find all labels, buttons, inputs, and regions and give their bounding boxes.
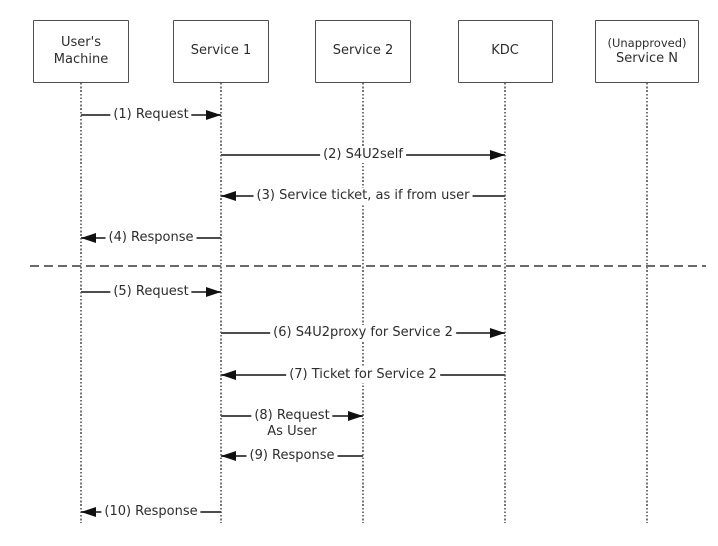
actor-box-service-1: Service 1 <box>173 20 269 83</box>
message-arrowhead-icon <box>81 233 96 243</box>
message-label-line: (3) Service ticket, as if from user <box>256 188 470 203</box>
lifeline-service-n <box>646 83 648 523</box>
message-arrowhead-icon <box>221 370 236 380</box>
message-arrowhead-icon <box>221 451 236 461</box>
lifeline-users-machine <box>80 83 82 523</box>
message-label-line: (2) S4U2self <box>323 147 403 162</box>
message-label-line: (9) Response <box>249 448 335 463</box>
message-label-line: As User <box>267 424 317 439</box>
actor-box-service-n: (Unapproved)Service N <box>595 20 699 83</box>
message-label-line: (5) Request <box>113 284 189 299</box>
actor-label: Service 1 <box>190 43 252 59</box>
lifeline-kdc <box>504 83 506 523</box>
actor-label: Service 2 <box>332 43 394 59</box>
actor-box-service-2: Service 2 <box>315 20 411 83</box>
message-arrowhead-icon <box>206 287 221 297</box>
message-label-line: (4) Response <box>108 230 194 245</box>
message-label-4: (4) Response <box>105 230 197 246</box>
message-label-1: (1) Request <box>110 107 192 123</box>
message-arrowhead-icon <box>221 191 236 201</box>
message-arrowhead-icon <box>206 110 221 120</box>
actor-label: (Unapproved) <box>607 36 687 51</box>
message-label-5: (5) Request <box>110 284 192 300</box>
message-label-2: (2) S4U2self <box>320 147 406 163</box>
message-arrowhead-icon <box>81 507 96 517</box>
message-arrowhead-icon <box>490 150 505 160</box>
message-label-9: (9) Response <box>246 448 338 464</box>
message-arrowhead-icon <box>490 328 505 338</box>
message-label-6: (6) S4U2proxy for Service 2 <box>270 325 456 341</box>
actor-label: Machine <box>53 51 109 67</box>
phase-divider <box>30 265 706 268</box>
message-arrowhead-icon <box>348 411 363 421</box>
message-label-line: (8) Request <box>254 408 330 423</box>
actor-label: User's <box>61 35 101 51</box>
message-label-7: (7) Ticket for Service 2 <box>286 367 440 383</box>
lifeline-service-1 <box>220 83 222 523</box>
actor-label: KDC <box>491 43 519 59</box>
lifeline-service-2 <box>362 83 364 523</box>
message-label-line: (6) S4U2proxy for Service 2 <box>273 325 453 340</box>
actor-label: Service N <box>616 50 678 66</box>
message-label-line: (7) Ticket for Service 2 <box>289 367 437 382</box>
message-label-line: (10) Response <box>104 504 198 519</box>
message-label-3: (3) Service ticket, as if from user <box>253 188 473 204</box>
message-label-10: (10) Response <box>101 504 201 520</box>
actor-box-kdc: KDC <box>457 20 553 83</box>
message-label-line: (1) Request <box>113 107 189 122</box>
